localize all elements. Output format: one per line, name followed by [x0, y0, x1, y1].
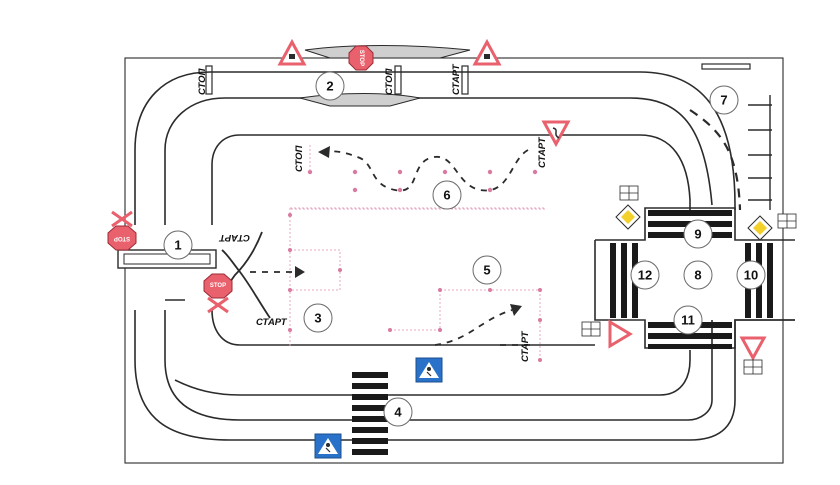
warning-triangle-icon: [277, 38, 307, 66]
slalom-arrow: [318, 146, 330, 158]
road-inner-edge: [164, 97, 713, 421]
speed-bump-top: [304, 45, 471, 59]
svg-text:5: 5: [483, 263, 490, 278]
label-start-3: СТАРТ: [218, 232, 250, 243]
intersection-marker: [581, 185, 797, 375]
road-outer-edge: [134, 71, 795, 441]
svg-text:7: 7: [720, 93, 727, 108]
railroad-crossing-icon: [111, 210, 133, 228]
label-stop-1: СТОП: [197, 68, 208, 95]
svg-text:10: 10: [744, 268, 758, 283]
island-road-inner: [164, 299, 691, 396]
svg-text:12: 12: [638, 268, 652, 283]
station-2: 2: [315, 71, 345, 101]
intersection-outline: [594, 207, 795, 349]
svg-text:3: 3: [314, 311, 321, 326]
arrowhead-right: [295, 266, 305, 278]
station-12: 12: [630, 260, 660, 290]
slalom-cones: [307, 169, 538, 193]
svg-text:4: 4: [394, 405, 402, 420]
stop-sign-icon: STOP: [203, 273, 233, 299]
label-start-1: СТАРТ: [451, 63, 462, 95]
stop-sign-icon: STOP: [107, 225, 137, 251]
station-3: 3: [303, 303, 333, 333]
stop-line-2: [394, 65, 402, 95]
svg-text:1: 1: [174, 238, 181, 253]
stop-line-3: [461, 65, 469, 95]
station-4: 4: [383, 397, 413, 427]
slalom-zone: [289, 207, 546, 210]
island-road-edge: [211, 134, 691, 346]
svg-text:11: 11: [681, 313, 695, 328]
parking-path: [689, 109, 742, 211]
label-stop-2: СТОП: [384, 68, 395, 95]
stop-line-1: [205, 65, 213, 95]
station-1: 1: [163, 230, 193, 260]
station-6: 6: [432, 180, 462, 210]
parking-marker: [701, 63, 751, 70]
reverse-zone-cones: [288, 213, 342, 332]
give-way-sign-icon: [608, 319, 633, 349]
speed-bump-bottom: [299, 93, 421, 107]
svg-text:STOP: STOP: [210, 283, 226, 289]
parallel-parking-outline: [390, 289, 541, 360]
priority-road-sign-icon: [747, 215, 773, 241]
railroad-crossing-icon: [207, 296, 229, 314]
parking-lines: [748, 95, 772, 210]
label-start-4: СТАРТ: [256, 317, 288, 328]
svg-text:6: 6: [443, 188, 450, 203]
svg-text:2: 2: [326, 79, 333, 94]
station-11: 11: [673, 305, 703, 335]
priority-road-sign-icon: [615, 204, 641, 230]
label-start-5: СТАРТ: [520, 330, 531, 362]
svg-text:STOP: STOP: [114, 235, 130, 241]
label-start-2: СТАРТ: [537, 136, 548, 168]
station-7: 7: [709, 85, 739, 115]
station-10: 10: [736, 260, 766, 290]
station-8: 8: [683, 260, 713, 290]
svg-text:9: 9: [694, 227, 701, 242]
station-9: 9: [683, 219, 713, 249]
station-5: 5: [472, 255, 502, 285]
give-way-sign-icon: [739, 336, 767, 362]
pedestrian-crossing-sign-icon: [415, 357, 443, 383]
label-stop-3: СТОП: [294, 145, 305, 172]
road-fork-sign-icon: [541, 120, 571, 148]
parking-arrowhead: [510, 304, 522, 316]
slalom-path: [319, 149, 529, 192]
warning-triangle-icon: [472, 38, 502, 66]
crosswalk-4: [352, 372, 388, 455]
parking-path: [434, 309, 513, 346]
stop-sign-icon: STOP: [348, 45, 374, 71]
turn-arrow-up: [221, 249, 271, 319]
svg-text:8: 8: [694, 268, 701, 283]
pedestrian-crossing-sign-icon: [314, 433, 342, 459]
parking-cones: [388, 288, 542, 362]
svg-text:STOP: STOP: [358, 50, 364, 66]
